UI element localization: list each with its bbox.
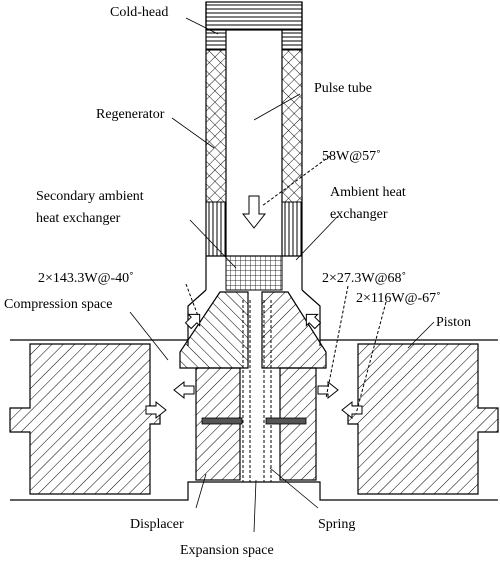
leader-spring	[269, 467, 319, 509]
label-pulse-tube-power: 58W@57˚	[322, 149, 381, 164]
arrow-displacer-left	[173, 380, 195, 400]
arrow-piston-left	[145, 400, 167, 420]
spring-right	[265, 417, 307, 425]
regenerator-left	[205, 49, 227, 203]
arrow-piston-right	[341, 400, 363, 420]
arrow-compression-left	[184, 313, 201, 330]
label-ambient-hx-1: Ambient heat	[330, 185, 406, 200]
leader-regenerator	[171, 117, 215, 149]
housing-outline	[10, 339, 498, 501]
label-displacer: Displacer	[130, 517, 184, 532]
label-expansion-space: Expansion space	[180, 543, 274, 558]
secondary-heat-exchanger	[225, 255, 283, 291]
leader-displacer	[195, 473, 207, 509]
label-regenerator: Regenerator	[96, 107, 165, 122]
leader-piston	[407, 321, 435, 349]
leader-secondary-hx	[189, 219, 237, 269]
compression-piston-right	[261, 291, 327, 369]
ambient-heat-exchanger-left	[205, 201, 227, 257]
regenerator-right	[281, 49, 303, 203]
piston-left	[9, 343, 161, 495]
arrow-compression-right	[305, 313, 322, 330]
label-displacer-power: 2×27.3W@68˚	[322, 271, 406, 286]
leader-cold-head	[185, 17, 219, 35]
label-piston: Piston	[436, 315, 471, 330]
label-compression-power: 2×143.3W@-40˚	[38, 271, 134, 286]
leader-143w	[185, 283, 199, 317]
leader-58w	[261, 155, 331, 207]
leader-27w	[325, 285, 349, 399]
label-spring: Spring	[318, 517, 355, 532]
label-secondary-hx-2: heat exchanger	[36, 211, 121, 226]
label-secondary-hx-1: Secondary ambient	[36, 189, 144, 204]
leader-pulse-tube	[253, 93, 301, 121]
ambient-heat-exchanger-right	[281, 201, 303, 257]
label-compression-space: Compression space	[4, 297, 112, 312]
label-cold-head: Cold-head	[110, 5, 168, 20]
leader-116w	[355, 301, 387, 415]
label-piston-power: 2×116W@-67˚	[356, 291, 441, 306]
piston-right	[347, 343, 499, 495]
label-pulse-tube: Pulse tube	[314, 81, 372, 96]
spring-left	[201, 417, 243, 425]
leader-ambient-hx	[295, 215, 339, 261]
label-ambient-hx-2: exchanger	[330, 207, 388, 222]
leader-compression-space	[129, 311, 169, 361]
cold-head	[205, 1, 303, 31]
leader-expansion-space	[253, 479, 257, 533]
cold-head-right-wall	[281, 29, 303, 51]
flow-arrow-down	[241, 195, 267, 229]
